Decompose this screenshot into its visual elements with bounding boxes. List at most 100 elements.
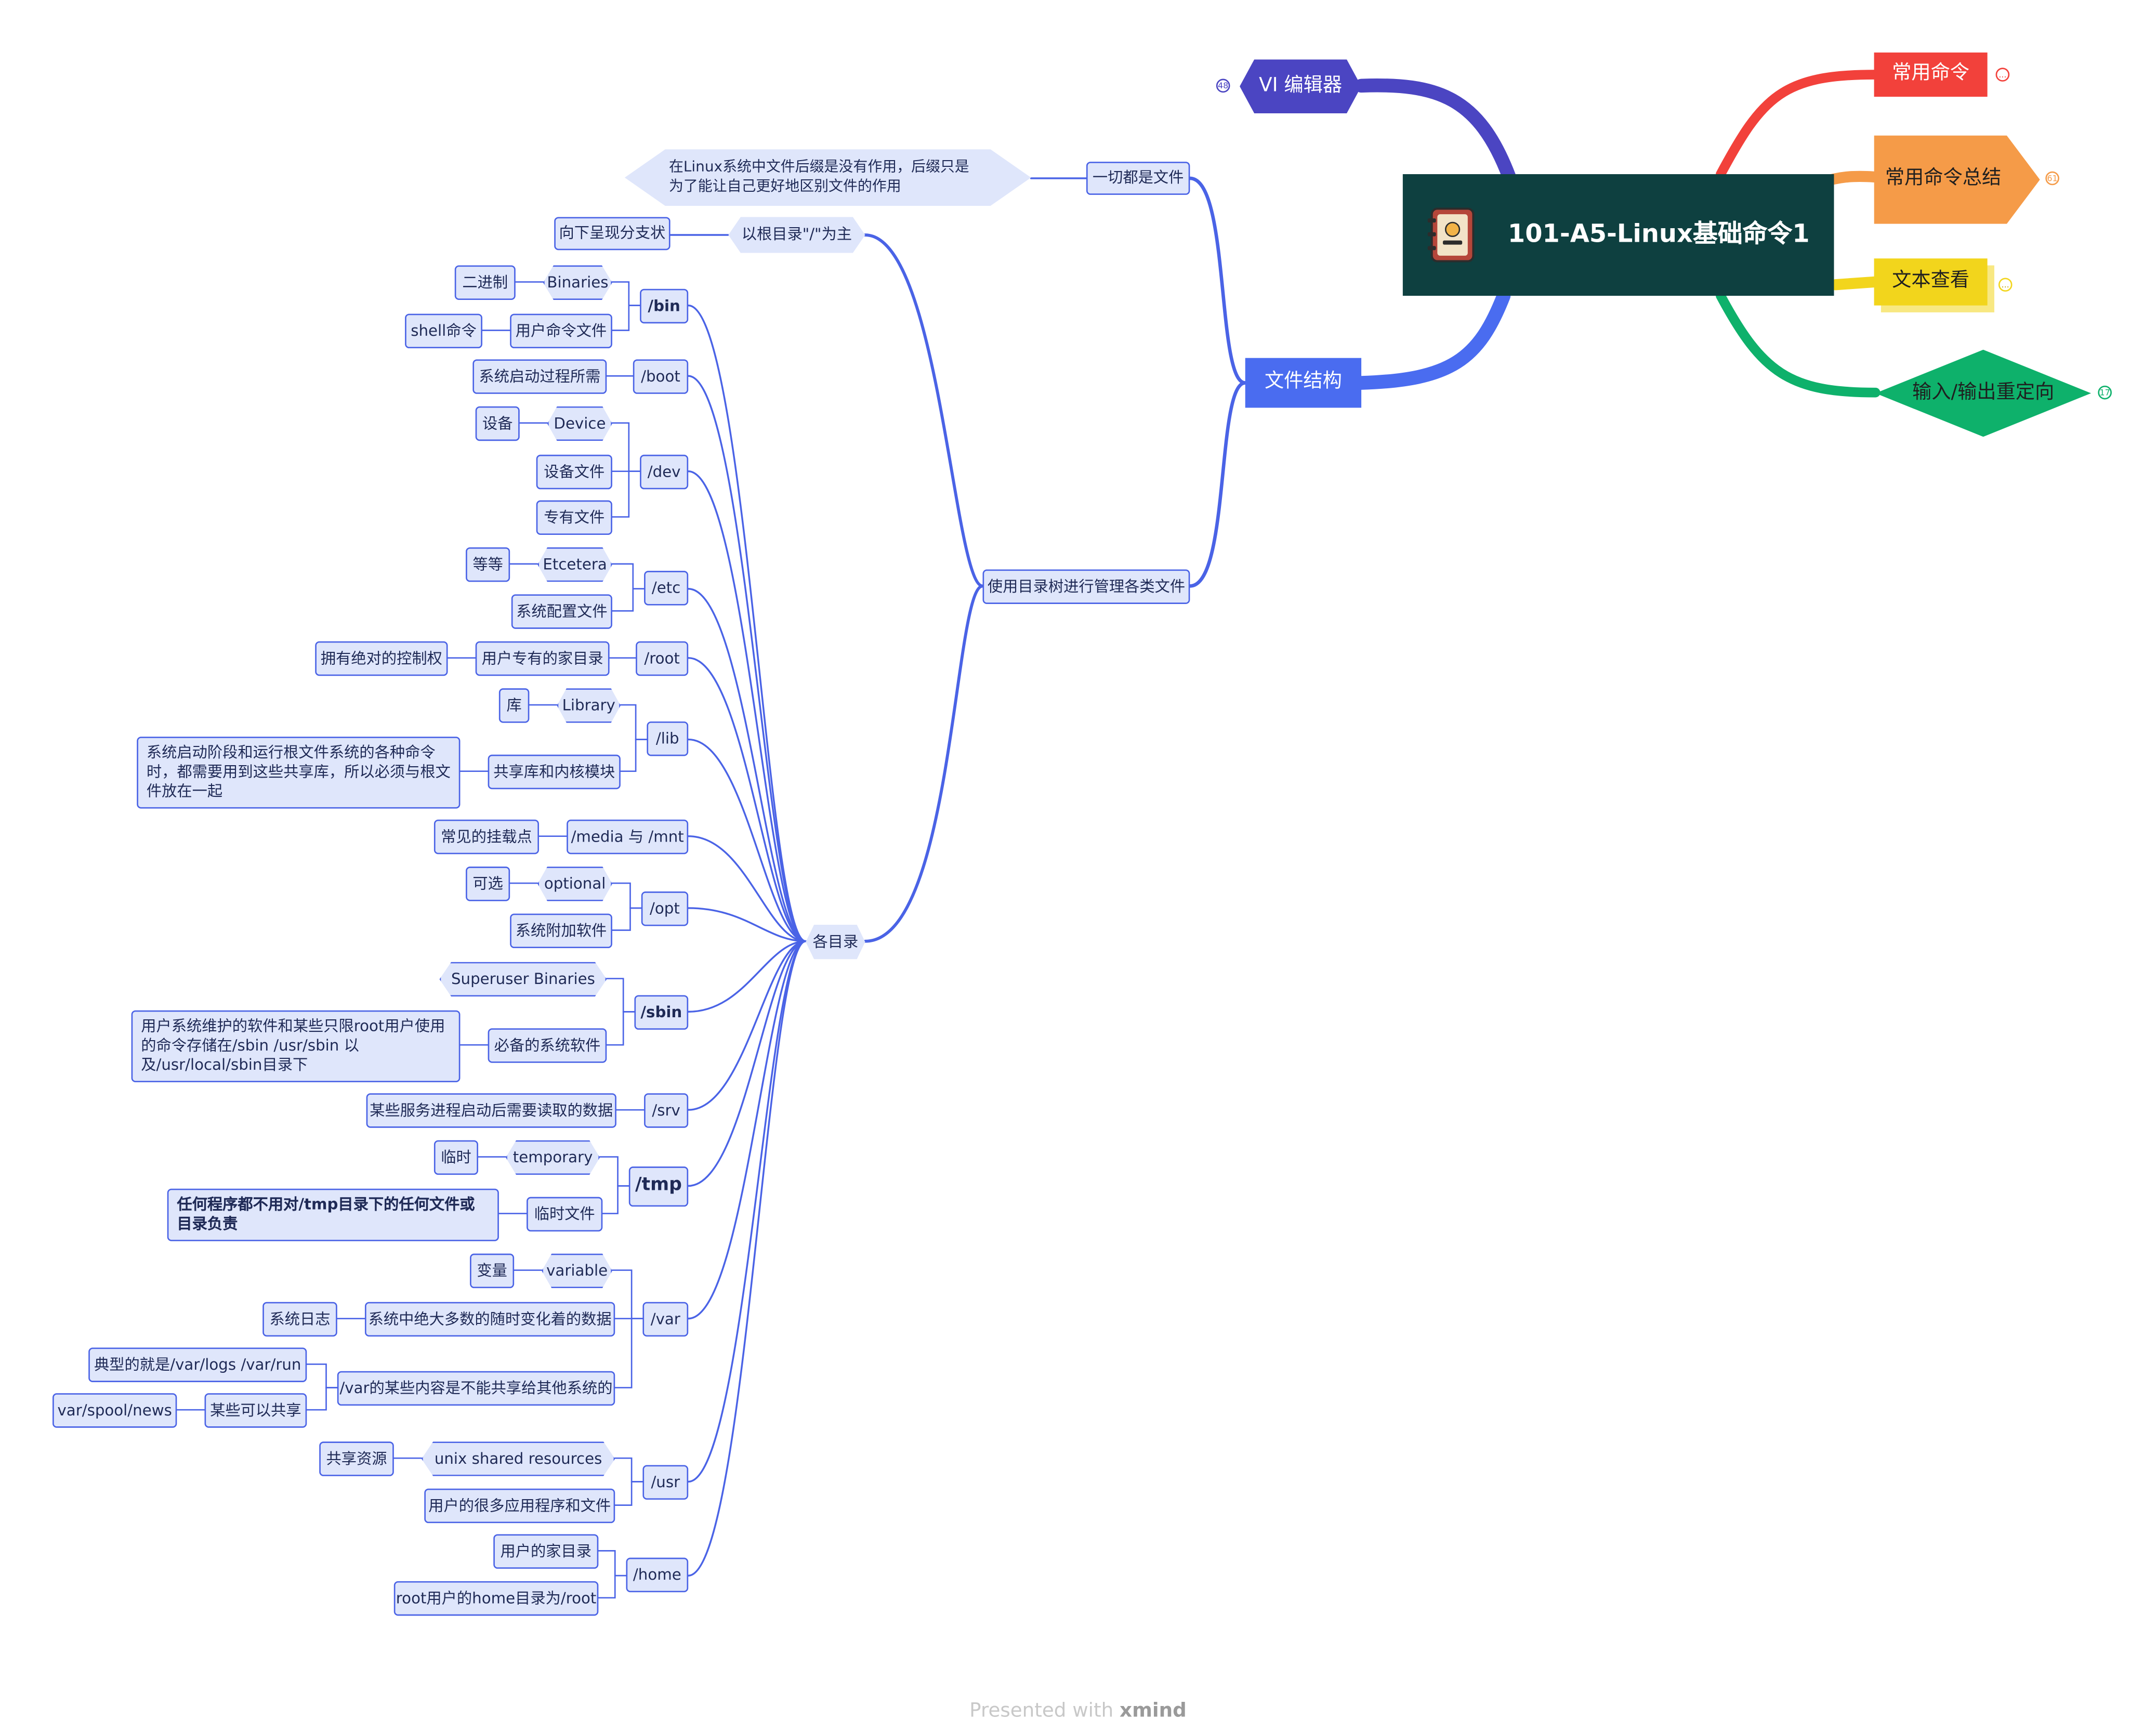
topic-absolute-control[interactable]: 拥有绝对的控制权 — [315, 641, 448, 676]
connector-line — [611, 882, 642, 909]
topic-library[interactable]: Library — [557, 688, 621, 723]
branch-vi-editor[interactable]: VI 编辑器 — [1240, 59, 1362, 114]
connector-line — [614, 1457, 643, 1482]
topic-can-share[interactable]: 某些可以共享 — [204, 1393, 307, 1428]
dir-media-mnt[interactable]: /media 与 /mnt — [567, 819, 689, 855]
dir-root[interactable]: /root — [636, 641, 689, 676]
connector-line — [687, 907, 807, 942]
dir-home[interactable]: /home — [626, 1557, 689, 1593]
branch-file-structure[interactable]: 文件结构 — [1245, 358, 1362, 408]
topic-device[interactable]: Device — [547, 406, 612, 441]
topic-suffix-note[interactable]: 在Linux系统中文件后缀是没有作用，后缀只是为了能让自己更好地区别文件的作用 — [624, 149, 1031, 206]
topic-essential-note[interactable]: 用户系统维护的软件和某些只限root用户使用的命令存储在/sbin /usr/s… — [131, 1010, 461, 1082]
topic-shared-resources[interactable]: 共享资源 — [319, 1441, 394, 1476]
topic-binary[interactable]: 二进制 — [454, 265, 516, 300]
connector-line — [687, 940, 807, 1111]
collapsed-count-badge[interactable]: 17 — [2098, 385, 2112, 400]
dir-dev[interactable]: /dev — [640, 454, 689, 490]
dir-opt[interactable]: /opt — [641, 891, 689, 926]
connector-line — [1830, 276, 1880, 291]
dir-srv[interactable]: /srv — [644, 1093, 689, 1128]
connector-line — [687, 940, 807, 1013]
topic-everything-is-file[interactable]: 一切都是文件 — [1086, 162, 1190, 195]
topic-root-based[interactable]: 以根目录"/"为主 — [728, 217, 865, 253]
topic-root-home[interactable]: 用户专有的家目录 — [475, 641, 610, 676]
topic-root-home-dir[interactable]: root用户的home目录为/root — [393, 1581, 599, 1616]
topic-system-log[interactable]: 系统日志 — [262, 1302, 337, 1337]
topic-device-files[interactable]: 设备文件 — [536, 454, 612, 490]
topic-essential-software[interactable]: 必备的系统软件 — [488, 1028, 607, 1063]
branch-common-commands[interactable]: 常用命令 — [1874, 53, 1988, 97]
topic-binaries[interactable]: Binaries — [543, 265, 612, 300]
connector-line — [614, 1318, 643, 1388]
topic-etcetera[interactable]: Etcetera — [537, 547, 612, 582]
topic-service-data[interactable]: 某些服务进程启动后需要读取的数据 — [366, 1093, 616, 1128]
dir-etc[interactable]: /etc — [644, 571, 689, 606]
connector-line — [1188, 381, 1247, 588]
topic-dir-tree[interactable]: 使用目录树进行管理各类文件 — [982, 569, 1190, 604]
connector-line — [687, 657, 807, 942]
topic-mount-points[interactable]: 常见的挂载点 — [433, 819, 539, 855]
connector-line — [687, 940, 807, 1577]
topic-unix-shared[interactable]: unix shared resources — [421, 1441, 615, 1476]
connector-line — [1716, 70, 1879, 179]
branch-text-view[interactable]: 文本查看 — [1874, 258, 1988, 306]
branch-command-summary[interactable]: 常用命令总结 — [1874, 135, 2040, 224]
connector-line — [1716, 291, 1881, 398]
connector-line — [601, 1185, 630, 1214]
topic-temporary[interactable]: temporary — [506, 1140, 600, 1175]
topic-typical-var[interactable]: 典型的就是/var/logs /var/run — [88, 1347, 307, 1382]
topic-system-config[interactable]: 系统配置文件 — [511, 594, 612, 629]
topic-shared-libs-note[interactable]: 系统启动阶段和运行根文件系统的各种命令时，都需要用到这些共享库，所以必须与根文件… — [137, 737, 461, 809]
dir-boot[interactable]: /boot — [633, 359, 689, 394]
topic-temp-files[interactable]: 临时文件 — [527, 1197, 603, 1232]
topic-etc-cn[interactable]: 等等 — [466, 547, 510, 582]
topic-spool-news[interactable]: var/spool/news — [52, 1393, 177, 1428]
topic-user-home[interactable]: 用户的家目录 — [493, 1534, 599, 1569]
dir-sbin[interactable]: /sbin — [634, 995, 689, 1030]
topic-variable-cn[interactable]: 变量 — [470, 1253, 515, 1289]
connector-line — [611, 563, 645, 590]
topic-shared-libs[interactable]: 共享库和内核模块 — [488, 754, 621, 790]
dir-bin[interactable]: /bin — [640, 288, 689, 324]
branch-files-label: 文件结构 — [1264, 371, 1342, 393]
collapsed-count-badge[interactable]: ... — [1995, 68, 2010, 82]
dir-lib[interactable]: /lib — [647, 721, 689, 756]
topic-variable[interactable]: variable — [542, 1253, 612, 1289]
connector-line — [687, 940, 807, 1483]
topic-optional[interactable]: optional — [537, 867, 612, 901]
topic-optional-cn[interactable]: 可选 — [466, 867, 510, 901]
topic-changing-data[interactable]: 系统中绝大多数的随时变化着的数据 — [364, 1302, 615, 1337]
topic-special-files[interactable]: 专有文件 — [536, 500, 612, 535]
topic-library-cn[interactable]: 库 — [498, 688, 530, 723]
connector-line — [687, 470, 807, 942]
central-title: 101-A5-Linux基础命令1 — [1507, 219, 1810, 248]
connector-line — [687, 304, 807, 942]
connector-line — [598, 1574, 627, 1599]
branch-summary-label: 常用命令总结 — [1885, 167, 2002, 190]
connector-line — [611, 470, 641, 518]
central-topic[interactable]: 101-A5-Linux基础命令1 — [1402, 174, 1834, 296]
topic-unshared[interactable]: /var的某些内容是不能共享给其他系统的 — [337, 1371, 615, 1406]
topic-addon-software[interactable]: 系统附加软件 — [510, 913, 612, 949]
topic-user-apps[interactable]: 用户的很多应用程序和文件 — [424, 1488, 615, 1524]
connector-line — [687, 940, 807, 1187]
topic-boot-desc[interactable]: 系统启动过程所需 — [472, 359, 607, 394]
topic-temp-note[interactable]: 任何程序都不用对/tmp目录下的任何文件或目录负责 — [167, 1188, 499, 1241]
collapsed-count-badge[interactable]: 48 — [1216, 78, 1230, 93]
dir-var[interactable]: /var — [642, 1302, 689, 1337]
topic-shell-commands[interactable]: shell命令 — [405, 313, 482, 349]
dir-usr[interactable]: /usr — [642, 1465, 689, 1500]
footer-prefix: Presented with — [969, 1700, 1120, 1723]
topic-user-commands[interactable]: 用户命令文件 — [510, 313, 612, 349]
dir-tmp[interactable]: /tmp — [628, 1166, 689, 1207]
collapsed-count-badge[interactable]: ... — [1998, 278, 2013, 292]
topic-superuser-binaries[interactable]: Superuser Binaries — [439, 962, 607, 997]
topic-device-cn[interactable]: 设备 — [475, 406, 520, 441]
topic-temporary-cn[interactable]: 临时 — [433, 1140, 479, 1175]
topic-branch-down[interactable]: 向下呈现分支状 — [554, 217, 671, 251]
topic-directories[interactable]: 各目录 — [806, 924, 865, 960]
connector-line — [1188, 176, 1247, 385]
connector-line — [611, 281, 641, 306]
collapsed-count-badge[interactable]: 61 — [2045, 171, 2059, 186]
